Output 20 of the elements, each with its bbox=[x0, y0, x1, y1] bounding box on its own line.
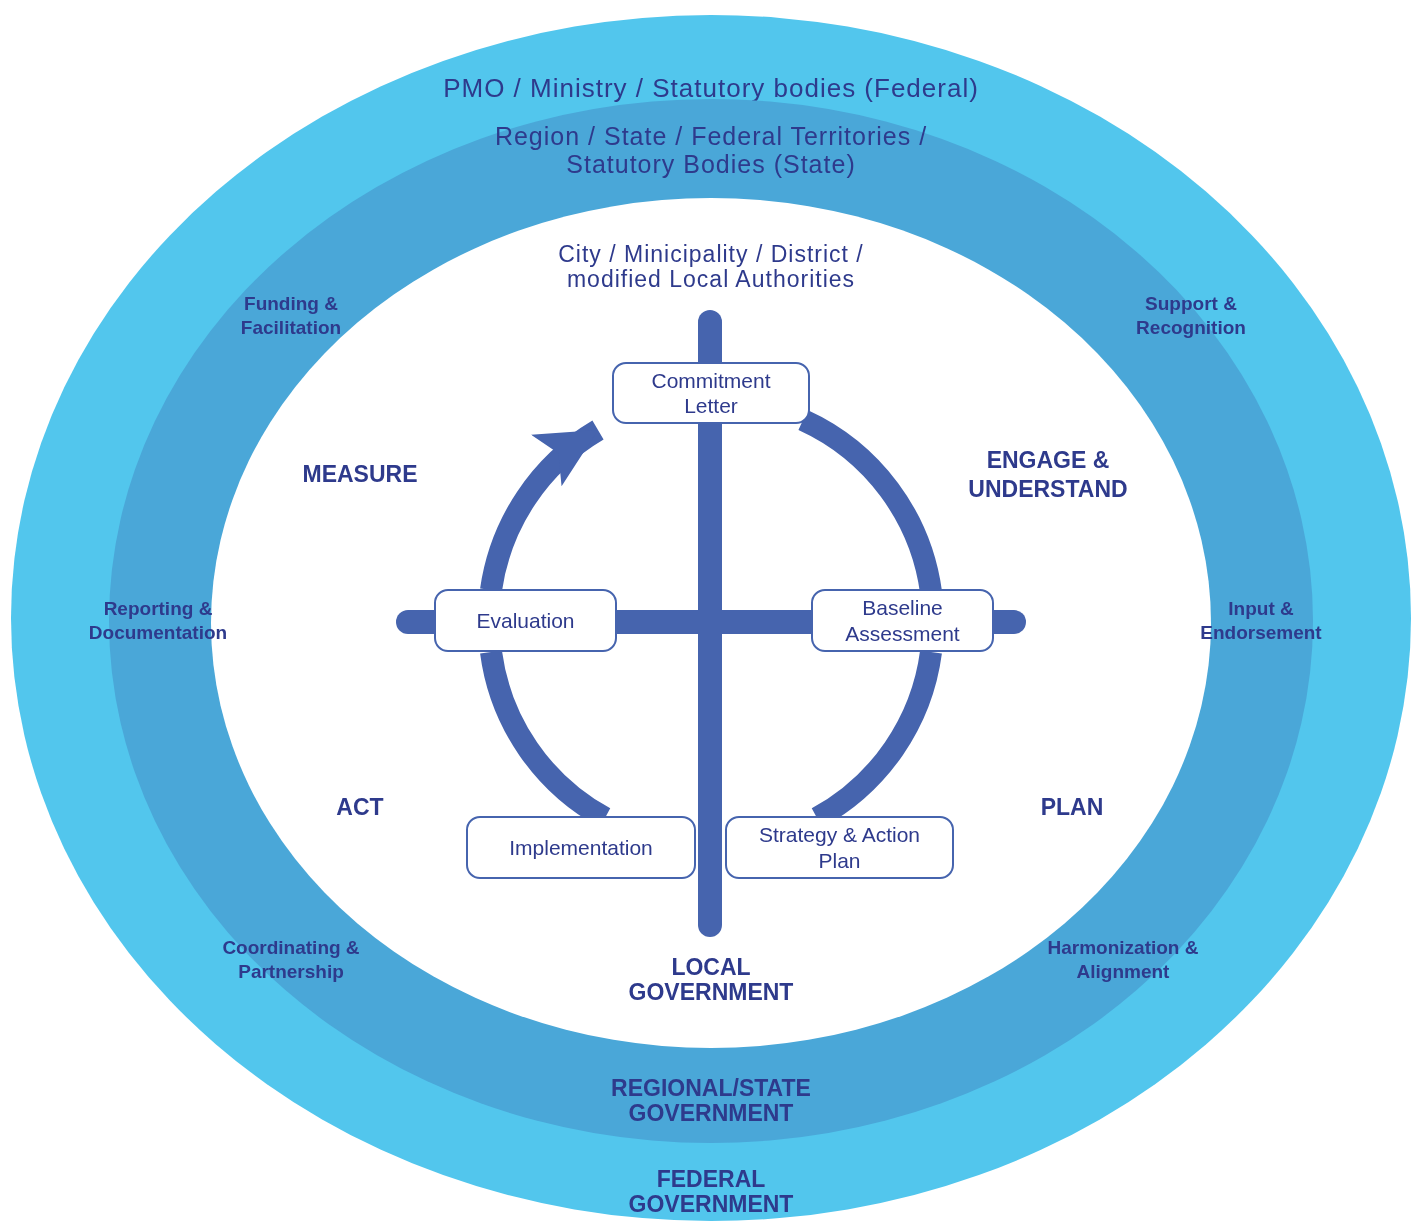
stage-box: Commitment Letter bbox=[612, 362, 810, 424]
stage-box: Implementation bbox=[466, 816, 696, 879]
level-description: City / Minicipality / District / modified Local Authorities bbox=[557, 241, 865, 293]
phase-label: PLAN bbox=[1039, 792, 1105, 822]
relation-label: Coordinating & Partnership bbox=[221, 936, 361, 984]
level-heading: REGIONAL/STATE GOVERNMENT bbox=[610, 1075, 812, 1127]
phase-label: MEASURE bbox=[301, 459, 419, 489]
relation-label: Funding & Facilitation bbox=[239, 292, 343, 340]
outer-ellipse bbox=[8, 12, 1414, 1223]
phase-label: ACT bbox=[335, 792, 385, 822]
stage-box: Evaluation bbox=[434, 589, 617, 652]
level-heading: LOCAL GOVERNMENT bbox=[627, 954, 795, 1006]
relation-label: Harmonization & Alignment bbox=[1046, 936, 1200, 984]
stage-box: Strategy & Action Plan bbox=[725, 816, 954, 879]
level-description: Region / State / Federal Territories / Statutory Bodies (State) bbox=[493, 122, 929, 178]
phase-label: ENGAGE & UNDERSTAND bbox=[967, 446, 1129, 504]
level-description: PMO / Ministry / Statutory bodies (Federal) bbox=[442, 73, 980, 103]
level-heading: FEDERAL GOVERNMENT bbox=[627, 1166, 795, 1218]
stage-box: Baseline Assessment bbox=[811, 589, 994, 652]
relation-label: Support & Recognition bbox=[1135, 292, 1247, 340]
